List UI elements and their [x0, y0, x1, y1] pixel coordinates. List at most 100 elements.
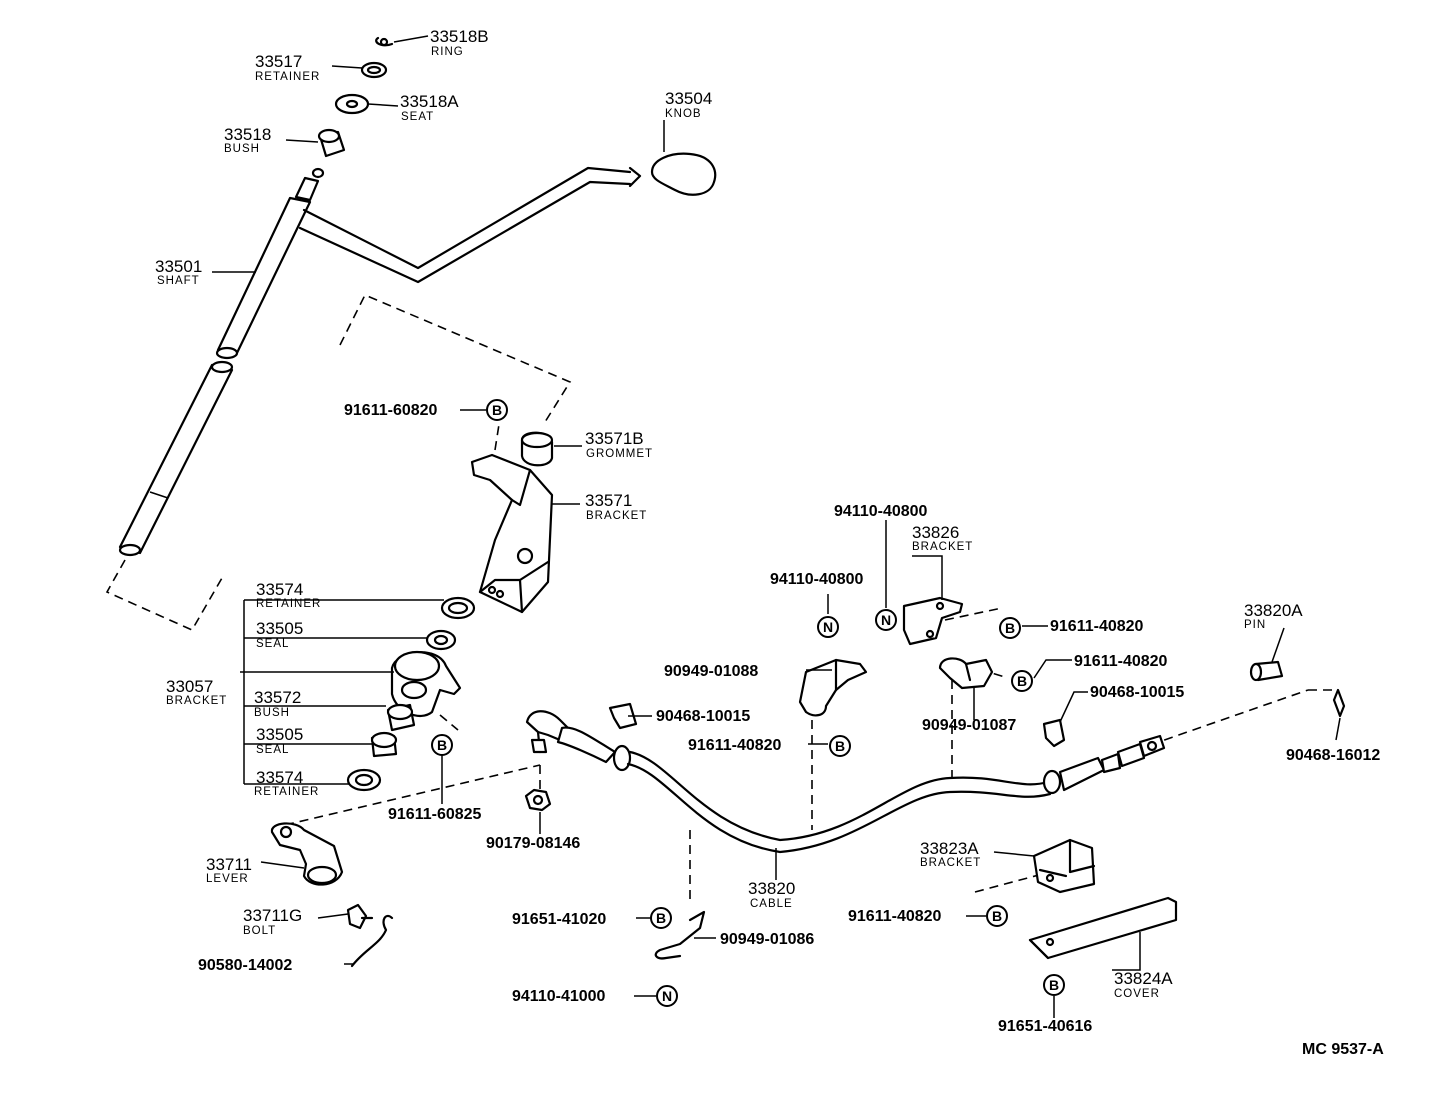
- symbol-b-label: B: [835, 738, 845, 754]
- part-number: 33505: [256, 725, 303, 744]
- pin-33820A: [1249, 660, 1284, 682]
- part-ref: 91611-60825: [388, 806, 482, 823]
- symbol-n-label: N: [881, 612, 891, 628]
- bracket-33571: [470, 453, 554, 614]
- clip-90949-01086: [654, 910, 706, 960]
- part-number: 33571B: [585, 429, 644, 448]
- part-name: SEAL: [256, 744, 289, 756]
- part-name: GROMMET: [586, 448, 653, 460]
- symbol-b-91611-60820: B: [486, 399, 508, 421]
- part-ref: 91611-40820: [688, 737, 782, 754]
- part-ref: 90580-14002: [198, 957, 292, 974]
- cable-33820: [525, 710, 1166, 854]
- clip-90468-10015-b: [1042, 718, 1066, 748]
- part-name: SEAL: [256, 638, 289, 650]
- part-ref: 94110-40800: [770, 571, 864, 588]
- part-number: 33820A: [1244, 601, 1303, 620]
- part-name: BRACKET: [586, 510, 647, 522]
- retainer-33517: [360, 61, 388, 79]
- symbol-b-91611-40820-a: B: [829, 735, 851, 757]
- part-number: 33501: [155, 257, 202, 276]
- symbol-b-91651-41020: B: [650, 907, 672, 929]
- knob-33504: [650, 152, 717, 196]
- nut-90179-08146: [524, 788, 552, 812]
- part-number: 33572: [254, 688, 301, 707]
- part-number: 33571: [585, 491, 632, 510]
- part-number: 33574: [256, 768, 303, 787]
- symbol-b-91611-40820-d: B: [986, 905, 1008, 927]
- part-name: RETAINER: [256, 598, 321, 610]
- symbol-b-label: B: [1017, 673, 1027, 689]
- symbol-n-label: N: [662, 988, 672, 1004]
- part-name: KNOB: [665, 108, 702, 120]
- part-name: COVER: [1114, 988, 1160, 1000]
- part-number: 33057: [166, 677, 213, 696]
- part-name: BUSH: [224, 143, 260, 155]
- part-ref: 90949-01087: [922, 717, 1016, 734]
- symbol-b-label: B: [656, 910, 666, 926]
- grommet-33571B: [520, 431, 554, 467]
- part-ref: 90179-08146: [486, 835, 580, 852]
- clip-90468-16012: [1332, 688, 1346, 718]
- lever-33711: [270, 822, 344, 886]
- symbol-b-label: B: [992, 908, 1002, 924]
- part-number: 33711G: [243, 906, 302, 925]
- clamp-90949-01087: [938, 657, 994, 690]
- symbol-b-91611-60825: B: [431, 734, 453, 756]
- symbol-n-label: N: [823, 619, 833, 635]
- part-ref: 94110-40800: [834, 503, 928, 520]
- symbol-b-label: B: [437, 737, 447, 753]
- part-ref: 90468-10015: [656, 708, 750, 725]
- symbol-n-94110-41000: N: [656, 985, 678, 1007]
- diagram-code: MC 9537-A: [1302, 1041, 1384, 1058]
- part-number: 33518B: [430, 27, 489, 46]
- symbol-b-label: B: [492, 402, 502, 418]
- part-name: SEAT: [401, 111, 434, 123]
- part-name: BOLT: [243, 925, 276, 937]
- ring-33518B: [375, 36, 394, 47]
- shaft-33501: [118, 166, 642, 557]
- part-ref: 91611-40820: [1074, 653, 1168, 670]
- part-ref: 91651-41020: [512, 911, 606, 928]
- clip-90580-14002: [350, 914, 394, 968]
- part-ref: 90468-10015: [1090, 684, 1184, 701]
- part-ref: 91651-40616: [998, 1018, 1092, 1035]
- part-labels: 33518B RING 33517 RETAINER 33518A SEAT 3…: [155, 27, 1384, 1058]
- bracket-33823A: [1032, 838, 1096, 894]
- symbol-b-label: B: [1005, 620, 1015, 636]
- clip-90468-10015-a: [608, 702, 638, 730]
- part-ref: 94110-41000: [512, 988, 606, 1005]
- part-number: 33820: [748, 879, 795, 898]
- symbol-b-91611-40820-c: B: [1011, 670, 1033, 692]
- part-number: 33518: [224, 125, 271, 144]
- part-name: BUSH: [254, 707, 290, 719]
- symbol-n-94110-40800-a: N: [817, 616, 839, 638]
- part-number: 33823A: [920, 839, 979, 858]
- bolt-33711G: [346, 903, 374, 930]
- part-name: BRACKET: [920, 857, 981, 869]
- bracket-33826: [902, 596, 964, 646]
- part-ref: 90468-16012: [1286, 747, 1380, 764]
- part-name: SHAFT: [157, 275, 200, 287]
- symbol-b-91611-40820-b: B: [999, 617, 1021, 639]
- clamp-90949-01088: [798, 658, 868, 717]
- bush-33518: [317, 128, 346, 158]
- part-ref: 91611-60820: [344, 402, 438, 419]
- part-name: RETAINER: [255, 71, 320, 83]
- part-name: LEVER: [206, 873, 249, 885]
- seat-33518A: [334, 93, 370, 115]
- part-name: BRACKET: [912, 541, 973, 553]
- part-ref: 90949-01088: [664, 663, 758, 680]
- part-number: 33711: [206, 855, 252, 874]
- part-number: 33504: [665, 89, 712, 108]
- symbol-b-91651-40616: B: [1043, 974, 1065, 996]
- part-number: 33518A: [400, 92, 459, 111]
- symbol-n-94110-40800-b: N: [875, 609, 897, 631]
- part-number: 33826: [912, 523, 959, 542]
- symbol-b-label: B: [1049, 977, 1059, 993]
- part-name: PIN: [1244, 619, 1266, 631]
- part-name: RETAINER: [254, 786, 319, 798]
- cover-33824A: [1028, 896, 1178, 960]
